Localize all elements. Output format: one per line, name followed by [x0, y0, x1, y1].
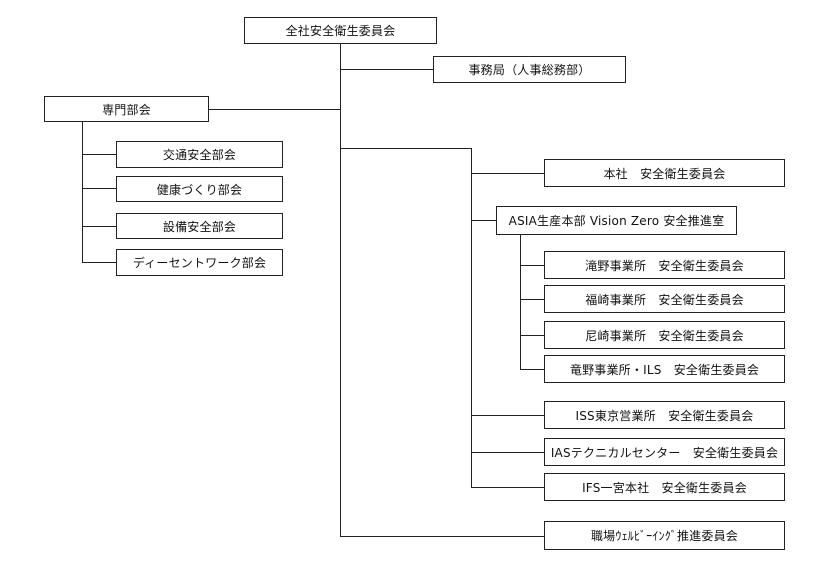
asia-branch-line — [520, 235, 521, 369]
specialist-branch-line — [82, 122, 83, 262]
others-connector — [471, 452, 544, 453]
asia-child-node: 滝野事業所 安全衛生委員会 — [544, 251, 785, 279]
asia-child-node: 福崎事業所 安全衛生委員会 — [544, 285, 785, 313]
other-site-node: ISS東京営業所 安全衛生委員会 — [544, 401, 785, 429]
asia-child-node: 竜野事業所・ILS 安全衛生委員会 — [544, 355, 785, 383]
specialist-child-node: 交通安全部会 — [116, 141, 283, 168]
root-node: 全社安全衛生委員会 — [244, 17, 437, 44]
wellbeing-node: 職場ｳｪﾙﾋﾞｰｲﾝｸﾞ推進委員会 — [544, 521, 785, 550]
asia-child-connector — [520, 265, 544, 266]
specialist-connector — [209, 109, 340, 110]
specialist-child-node: ディーセントワーク部会 — [116, 249, 283, 276]
other-site-node: IFS一宮本社 安全衛生委員会 — [544, 473, 785, 501]
wellbeing-connector — [340, 536, 544, 537]
specialist-child-connector — [82, 154, 116, 155]
others-connector — [471, 415, 544, 416]
specialist-child-node: 設備安全部会 — [116, 213, 283, 239]
asia-child-connector — [520, 299, 544, 300]
asia-child-node: 尼崎事業所 安全衛生委員会 — [544, 321, 785, 349]
secretariat-node: 事務局（人事総務部） — [433, 56, 626, 83]
head-office-node: 本社 安全衛生委員会 — [544, 159, 785, 187]
specialist-child-connector — [82, 262, 116, 263]
other-site-node: IASテクニカルセンター 安全衛生委員会 — [544, 438, 785, 466]
trunk-line — [340, 44, 341, 536]
asia-node: ASIA生産本部 Vision Zero 安全推進室 — [496, 206, 737, 235]
sites-branch-line — [471, 148, 472, 487]
specialist-child-node: 健康づくり部会 — [116, 176, 283, 202]
specialist-child-connector — [82, 188, 116, 189]
specialist-child-connector — [82, 226, 116, 227]
asia-child-connector — [520, 369, 544, 370]
asia-child-connector — [520, 335, 544, 336]
sites-connector — [340, 148, 471, 149]
head-office-connector — [471, 173, 544, 174]
secretariat-connector — [340, 69, 433, 70]
others-connector — [471, 487, 544, 488]
asia-connector — [471, 220, 496, 221]
specialist-node: 専門部会 — [44, 96, 209, 122]
